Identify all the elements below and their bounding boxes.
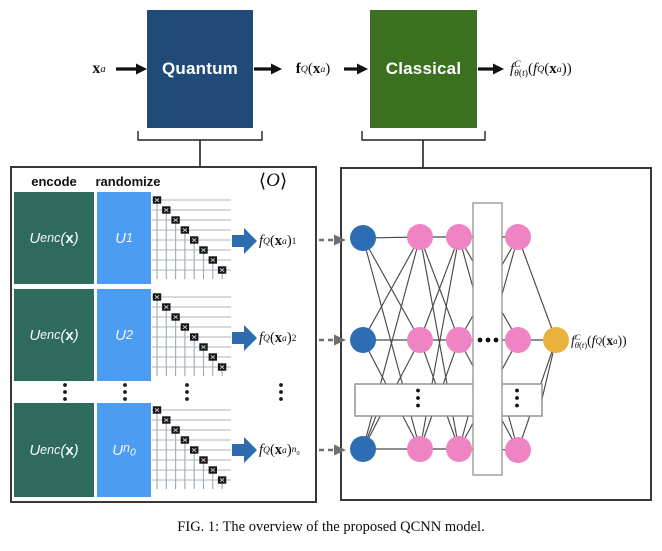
classical-block: Classical <box>370 10 477 128</box>
figure-caption: FIG. 1: The overview of the proposed QCN… <box>177 518 485 535</box>
column-header-encode: encode <box>31 174 77 189</box>
quantum-detail-panel <box>10 166 317 503</box>
column-header-randomize: randomize <box>95 174 161 189</box>
brace-connectors <box>137 131 486 167</box>
classical-detail-panel <box>340 167 652 501</box>
quantum-block: Quantum <box>147 10 253 128</box>
observable-label: ⟨O⟩ <box>258 170 288 192</box>
quantum-block-label: Quantum <box>161 59 238 78</box>
classical-block-label: Classical <box>385 59 462 78</box>
